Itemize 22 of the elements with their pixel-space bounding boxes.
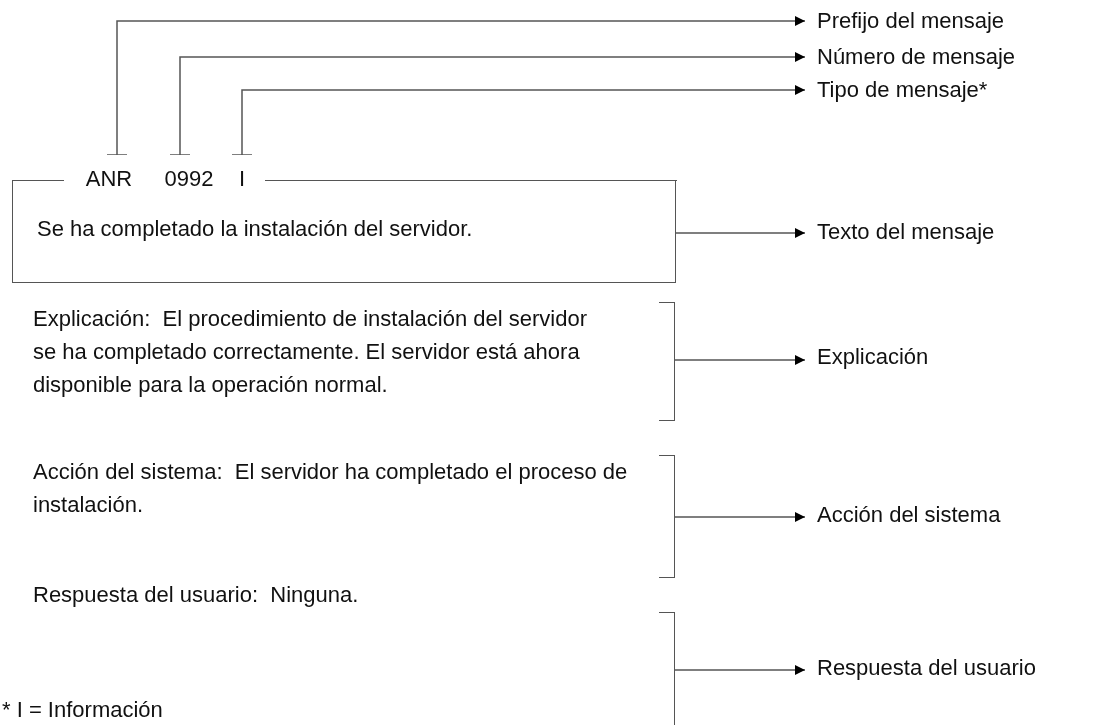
section-text: Explicación: El procedimiento de instalación del servidor se ha completado correctamente. El servidor está ahora disponible para la operación normal. (33, 305, 588, 399)
part-label: Explicación (805, 344, 929, 370)
part-label: Texto del mensaje (805, 219, 995, 245)
arrow (231, 85, 806, 156)
section-text: Acción del sistema: El servidor ha completado el proceso de instalación. (33, 458, 629, 519)
part-label: Acción del sistema (805, 502, 1001, 528)
message-text: Se ha completado la instalación del servidor. (37, 216, 473, 242)
arrow (674, 665, 806, 675)
part-label: Número de mensaje (805, 44, 1016, 70)
bracket (659, 455, 675, 578)
bracket (659, 302, 675, 421)
part-label: Tipo de mensaje* (805, 77, 988, 103)
part-label: Respuesta del usuario (805, 655, 1036, 681)
part-label: Prefijo del mensaje (805, 8, 1005, 34)
arrow (106, 16, 806, 156)
bracket (659, 612, 675, 725)
arrow (674, 512, 806, 522)
arrow (674, 355, 806, 365)
footnote: * I = Información (2, 697, 163, 723)
section-text: Respuesta del usuario: Ninguna. (33, 581, 360, 609)
arrow (675, 228, 806, 238)
arrow (169, 52, 806, 156)
